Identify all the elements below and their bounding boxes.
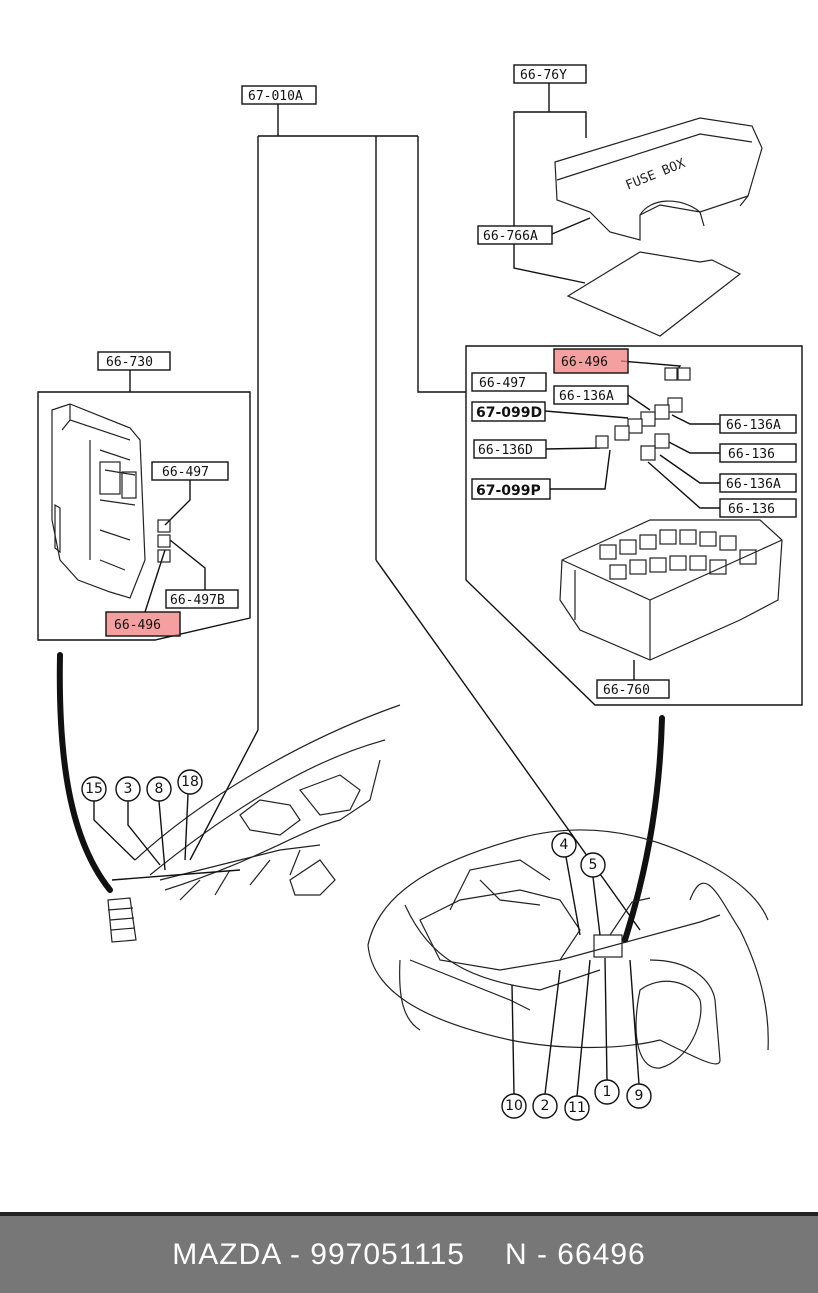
callout-5: 5 — [580, 852, 606, 936]
right-detail-panel — [465, 345, 803, 706]
pointer-arrows — [56, 652, 665, 943]
part-labels: 67-010A 66-76Y 66-766A 66-730 66-497 66-… — [97, 64, 797, 699]
svg-text:67-099P: 67-099P — [476, 483, 541, 499]
svg-text:66-76Y: 66-76Y — [520, 68, 567, 83]
svg-text:11: 11 — [568, 1100, 586, 1116]
label-66-766A: 66-766A — [477, 225, 553, 245]
callout-9: 9 — [626, 959, 652, 1109]
svg-text:15: 15 — [85, 781, 103, 797]
label-66-497-right: 66-497 — [471, 372, 547, 392]
label-67-099D: 67-099D — [471, 401, 546, 422]
engine-bay-sketch — [367, 829, 769, 1069]
svg-text:9: 9 — [635, 1088, 644, 1104]
svg-text:66-496: 66-496 — [114, 618, 161, 633]
callout-1: 1 — [594, 957, 620, 1105]
label-66-730: 66-730 — [97, 351, 171, 371]
svg-text:4: 4 — [560, 837, 569, 853]
label-66-497-left: 66-497 — [151, 461, 229, 481]
main-fuse-block — [559, 519, 783, 661]
label-66-760: 66-760 — [596, 679, 670, 699]
svg-text:66-730: 66-730 — [106, 355, 153, 370]
footer-bar: MAZDA - 997051115 N - 66496 — [0, 1212, 818, 1293]
label-66-136D: 66-136D — [473, 439, 547, 459]
label-67-099P: 67-099P — [471, 478, 551, 500]
label-67-010A: 67-010A — [241, 85, 317, 105]
svg-text:2: 2 — [541, 1098, 550, 1114]
svg-text:66-497: 66-497 — [162, 465, 209, 480]
svg-text:66-136: 66-136 — [728, 447, 775, 462]
svg-text:66-766A: 66-766A — [483, 229, 538, 244]
parts-diagram: FUSE BOX — [37, 64, 803, 1121]
callout-8: 8 — [146, 776, 172, 871]
svg-text:8: 8 — [155, 781, 164, 797]
callout-18: 18 — [177, 769, 203, 861]
svg-text:5: 5 — [589, 857, 598, 873]
callout-3: 3 — [115, 776, 161, 866]
label-66-76Y: 66-76Y — [513, 64, 587, 84]
svg-text:66-136: 66-136 — [728, 502, 775, 517]
footer-part-text: MAZDA - 997051115 — [172, 1237, 465, 1271]
svg-text:66-497: 66-497 — [479, 376, 526, 391]
dashboard-harness-sketch — [107, 704, 401, 943]
label-66-136A-r1: 66-136A — [719, 414, 797, 434]
svg-text:66-136A: 66-136A — [726, 418, 781, 433]
svg-text:18: 18 — [181, 774, 199, 790]
leader-lines — [129, 83, 720, 931]
fuse-box-cover: FUSE BOX — [554, 117, 763, 337]
label-66-136-r1: 66-136 — [719, 443, 797, 463]
callout-2: 2 — [532, 969, 561, 1119]
left-detail-panel — [37, 391, 251, 641]
callout-4: 4 — [551, 832, 581, 936]
label-66-136A-r2: 66-136A — [719, 473, 797, 493]
label-66-136A-top: 66-136A — [553, 385, 629, 405]
callout-10: 10 — [501, 984, 527, 1119]
svg-text:66-496: 66-496 — [561, 355, 608, 370]
label-66-496-right: 66-496 — [553, 348, 629, 374]
svg-text:66-136D: 66-136D — [478, 443, 533, 458]
footer-number-text: N - 66496 — [504, 1237, 646, 1271]
svg-text:3: 3 — [124, 781, 133, 797]
svg-text:67-010A: 67-010A — [248, 89, 303, 104]
svg-text:66-497B: 66-497B — [170, 593, 225, 608]
callout-11: 11 — [564, 959, 591, 1121]
label-66-136-r2: 66-136 — [719, 498, 797, 518]
svg-text:66-136A: 66-136A — [559, 389, 614, 404]
svg-text:10: 10 — [505, 1098, 523, 1114]
svg-text:67-099D: 67-099D — [476, 405, 542, 421]
svg-text:66-136A: 66-136A — [726, 477, 781, 492]
callouts: 15 3 8 18 4 5 10 — [81, 769, 652, 1121]
label-66-497B: 66-497B — [165, 589, 239, 609]
label-66-496-left: 66-496 — [105, 611, 181, 637]
relays — [595, 367, 691, 461]
svg-text:66-760: 66-760 — [603, 683, 650, 698]
callout-15: 15 — [81, 776, 136, 861]
svg-text:1: 1 — [603, 1084, 612, 1100]
